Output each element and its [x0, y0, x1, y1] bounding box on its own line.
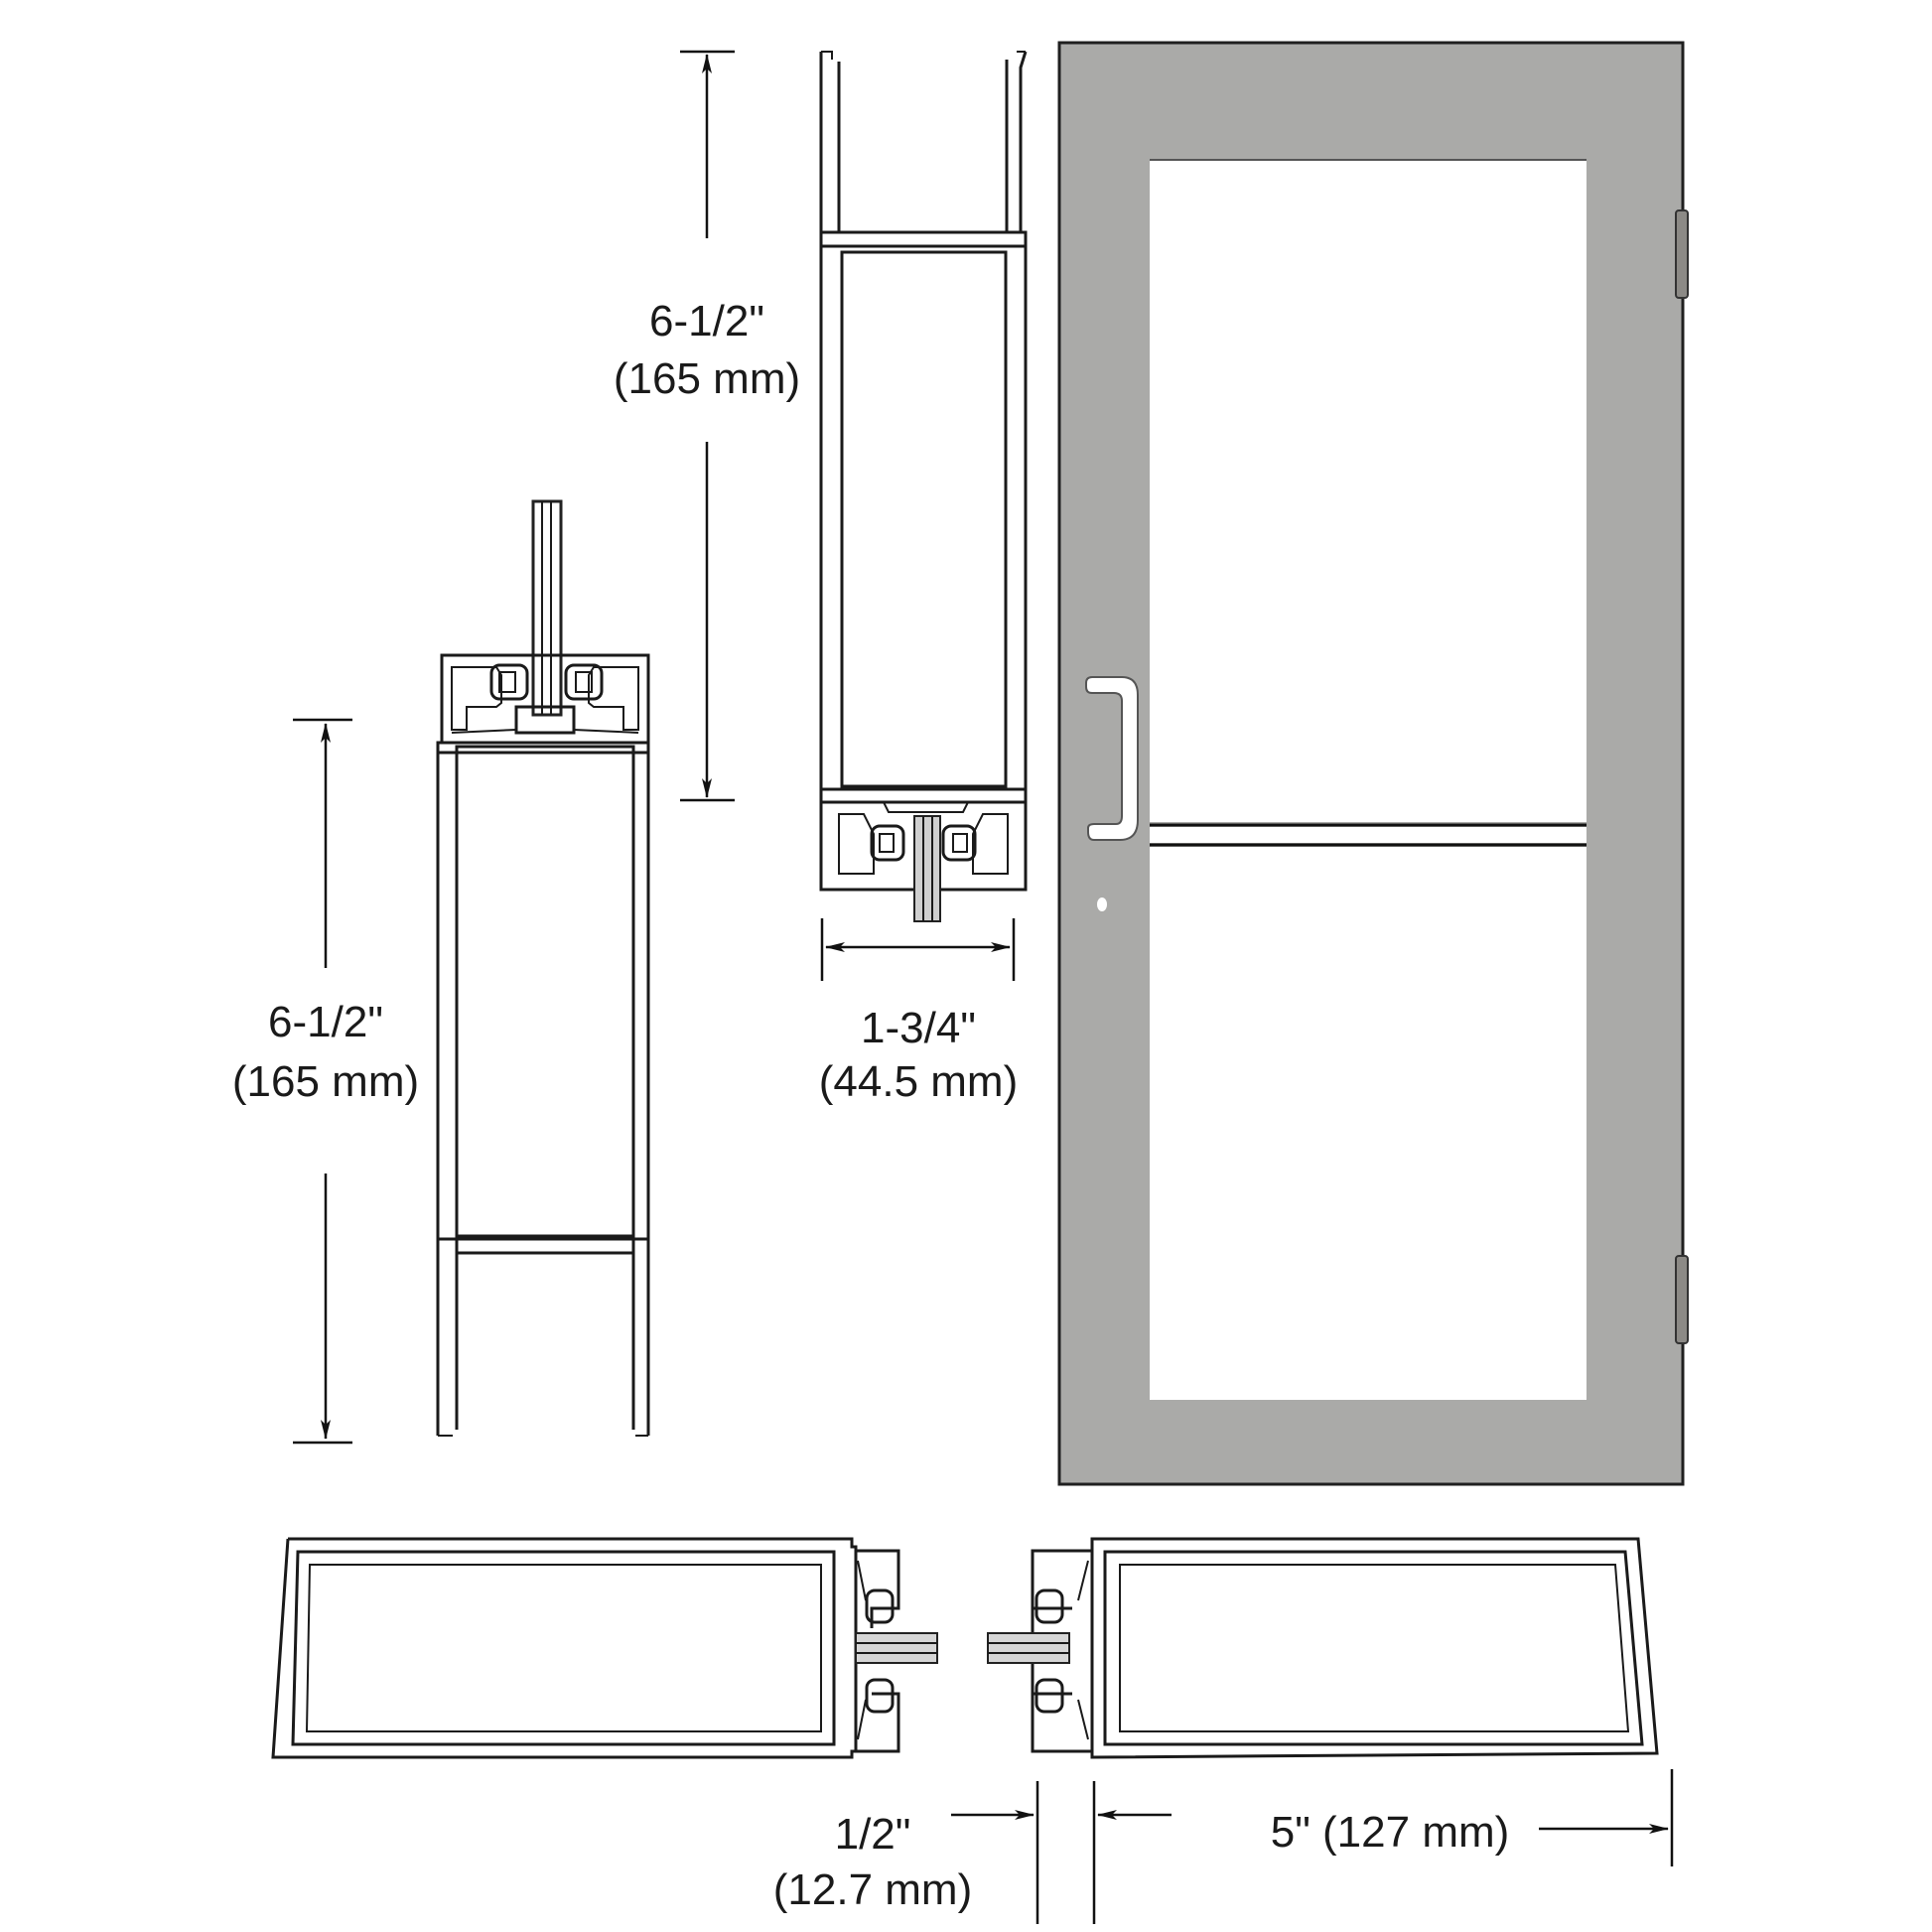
bottom-rail-profile — [436, 499, 650, 1437]
stile-width-label: 5" (127 mm) — [1271, 1808, 1510, 1857]
gap-imperial: 1/2" — [835, 1810, 911, 1859]
dimension-door-thickness: 1-3/4" (44.5 mm) — [819, 918, 1018, 1106]
bottom-rail-height-imperial: 6-1/2" — [268, 998, 383, 1046]
bottom-rail-height-metric: (165 mm) — [232, 1057, 419, 1106]
hinge-top-icon — [1675, 209, 1689, 299]
dimension-stile-width: 5" (127 mm) — [1271, 1769, 1674, 1866]
lower-glass-lite — [1150, 847, 1587, 1400]
pull-handle-icon — [1085, 676, 1139, 841]
door-thickness-metric: (44.5 mm) — [819, 1057, 1018, 1106]
hinge-bottom-icon — [1675, 1255, 1689, 1344]
gap-metric: (12.7 mm) — [773, 1865, 972, 1914]
upper-glass-lite — [1150, 160, 1587, 822]
dimension-top-rail-height: 6-1/2" (165 mm) — [614, 50, 800, 802]
door-thickness-imperial: 1-3/4" — [861, 1004, 976, 1052]
top-rail-height-imperial: 6-1/2" — [649, 297, 764, 345]
lock-cylinder-icon — [1097, 897, 1107, 911]
top-rail-height-metric: (165 mm) — [614, 354, 800, 403]
door-elevation — [1057, 41, 1689, 1486]
dimension-bottom-rail-height: 6-1/2" (165 mm) — [232, 718, 419, 1445]
stile-section-right — [987, 1537, 1659, 1759]
top-rail-profile — [819, 51, 1028, 922]
stile-section-left — [271, 1537, 938, 1759]
dimension-gap: 1/2" (12.7 mm) — [773, 1781, 1172, 1924]
